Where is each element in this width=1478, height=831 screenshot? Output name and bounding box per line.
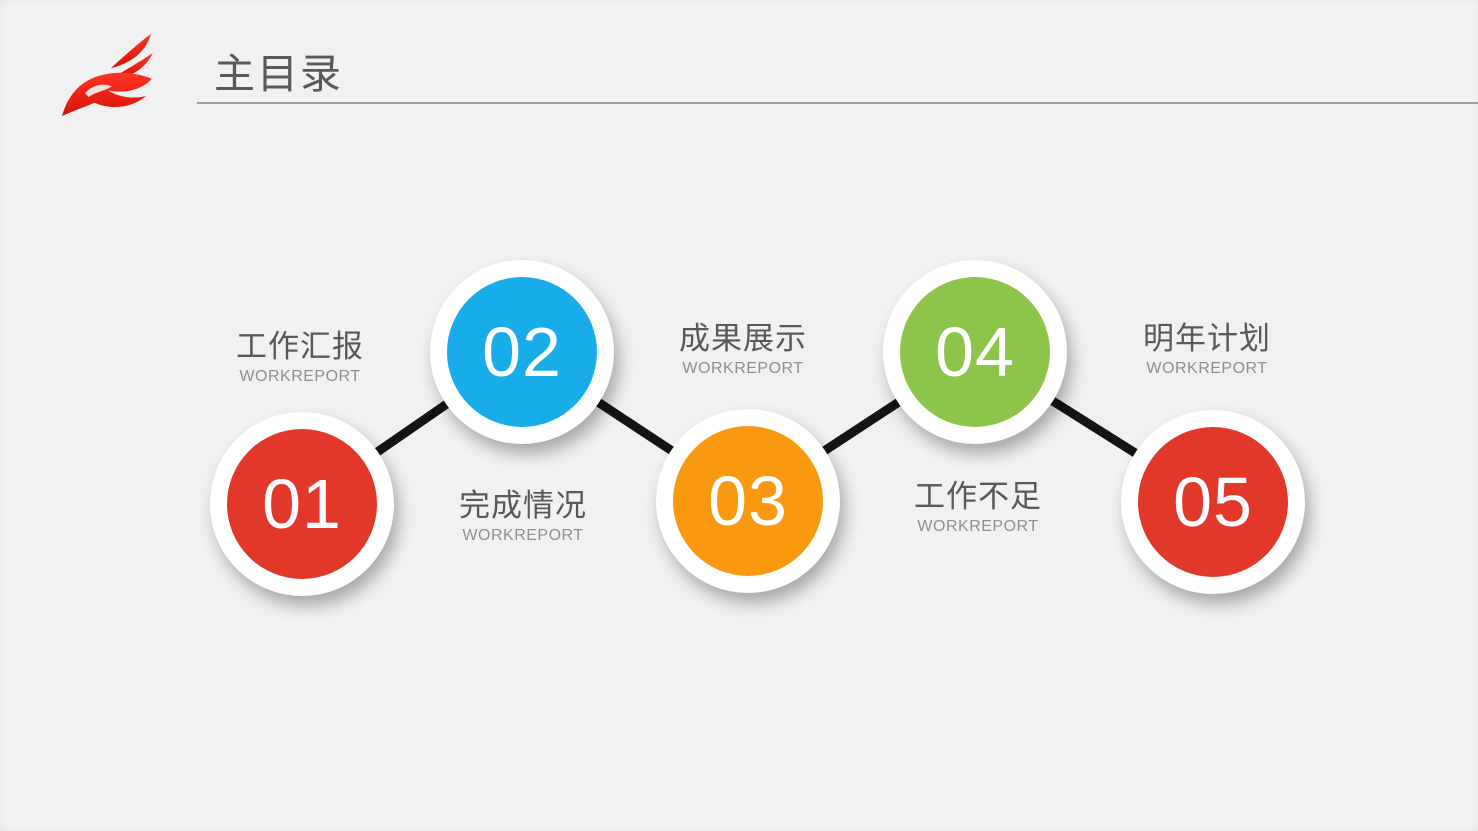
page-title: 主目录 <box>214 51 343 97</box>
item-number: 04 <box>935 313 1015 391</box>
toc-item-01[interactable]: 01 <box>210 412 394 596</box>
item-sublabel: WORKREPORT <box>917 518 1039 535</box>
toc-label-04: 工作不足 WORKREPORT <box>858 478 1098 538</box>
toc-label-02: 完成情况 WORKREPORT <box>403 487 643 547</box>
toc-label-01: 工作汇报 WORKREPORT <box>180 328 420 388</box>
toc-item-03[interactable]: 03 <box>656 409 840 593</box>
item-number: 03 <box>708 462 788 540</box>
item-label: 工作汇报 <box>236 329 364 364</box>
item-sublabel: WORKREPORT <box>462 527 584 544</box>
item-sublabel: WORKREPORT <box>239 368 361 385</box>
item-sublabel: WORKREPORT <box>682 360 804 377</box>
toc-label-05: 明年计划 WORKREPORT <box>1087 320 1327 380</box>
title-underline <box>197 102 1478 104</box>
item-label: 明年计划 <box>1143 321 1271 356</box>
red-flame-logo <box>62 33 153 117</box>
item-label: 完成情况 <box>459 488 587 523</box>
item-label: 成果展示 <box>679 321 807 356</box>
toc-item-04[interactable]: 04 <box>883 260 1067 444</box>
circle-05: 05 <box>1138 427 1288 577</box>
item-label: 工作不足 <box>914 479 1042 514</box>
circle-01: 01 <box>227 429 377 579</box>
circle-02: 02 <box>447 277 597 427</box>
item-number: 02 <box>482 313 562 391</box>
circle-04: 04 <box>900 277 1050 427</box>
toc-label-03: 成果展示 WORKREPORT <box>623 320 863 380</box>
item-sublabel: WORKREPORT <box>1146 360 1268 377</box>
item-number: 01 <box>262 465 342 543</box>
toc-item-02[interactable]: 02 <box>430 260 614 444</box>
toc-item-05[interactable]: 05 <box>1121 410 1305 594</box>
circle-03: 03 <box>673 426 823 576</box>
item-number: 05 <box>1173 463 1253 541</box>
